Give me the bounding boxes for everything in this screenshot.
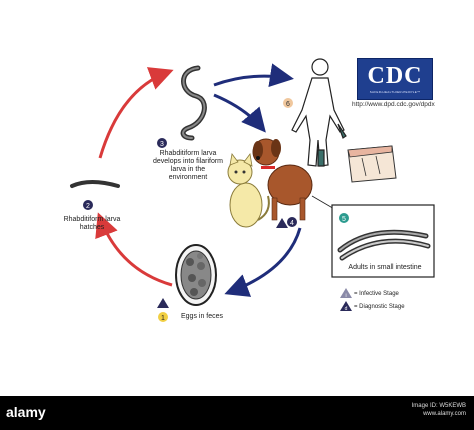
arrow-eggs-to-larva <box>95 212 173 287</box>
arrow-filariform-to-dog <box>213 93 266 133</box>
infective-triangle-marker <box>276 218 288 228</box>
step-2-number: 2 <box>86 203 90 210</box>
filariform-larva-icon <box>180 65 207 141</box>
step-5-number: 5 <box>342 216 346 223</box>
watermark-meta: Image ID: W5KEWB www.alamy.com <box>412 402 466 418</box>
dog-host-icon <box>252 138 313 221</box>
stage-3-label: Rhabditiform larva develops into filarif… <box>152 150 224 181</box>
step-6-number: 6 <box>286 101 290 108</box>
watermark-footer: alamy Image ID: W5KEWB www.alamy.com <box>0 396 474 430</box>
skin-section-icon <box>347 145 397 183</box>
step-5-marker <box>339 213 349 223</box>
stage-1-label: Eggs in feces <box>180 313 224 320</box>
step-4-number: 4 <box>290 220 294 227</box>
step-4-marker <box>287 217 297 227</box>
stage-2-label: Rhabditiform larva hatches <box>63 216 121 231</box>
step-3-marker <box>157 138 167 148</box>
watermark-brand: alamy <box>6 404 46 420</box>
egg-icon <box>175 244 217 306</box>
legend-infective-label: = Infective Stage <box>354 291 399 297</box>
watermark-image-id: Image ID: W5KEWB <box>411 403 466 409</box>
arrow-larva-to-filariform <box>98 67 174 159</box>
step-1-number: 1 <box>161 315 165 322</box>
cat-host-icon <box>227 153 270 228</box>
cdc-url: http://www.dpd.cdc.gov/dpdx <box>352 101 435 108</box>
legend-infective-letter: i <box>345 293 346 299</box>
watermark-site: www.alamy.com <box>423 411 466 417</box>
step-2-marker <box>83 200 93 210</box>
rhabditiform-larva-icon <box>70 180 120 188</box>
human-host-icon <box>291 58 347 167</box>
arrow-host-to-eggs <box>224 227 302 297</box>
step-1-marker <box>158 312 168 322</box>
legend-diagnostic-marker <box>340 301 352 311</box>
legend-infective-marker <box>340 288 352 298</box>
cdc-tagline: SAFER•HEALTHIER•PEOPLE™ <box>369 90 421 94</box>
legend-diagnostic-label: = Diagnostic Stage <box>354 304 405 310</box>
arrow-filariform-to-human <box>213 63 294 88</box>
stage-5-label: Adults in small intestine <box>348 264 422 271</box>
diagnostic-triangle-marker <box>157 298 169 308</box>
step-3-number: 3 <box>160 141 164 148</box>
step-6-marker <box>283 98 293 108</box>
cdc-logo: CDC SAFER•HEALTHIER•PEOPLE™ <box>357 58 433 100</box>
legend-diagnostic-letter: d <box>345 306 348 312</box>
cdc-logo-text: CDC <box>367 63 423 89</box>
